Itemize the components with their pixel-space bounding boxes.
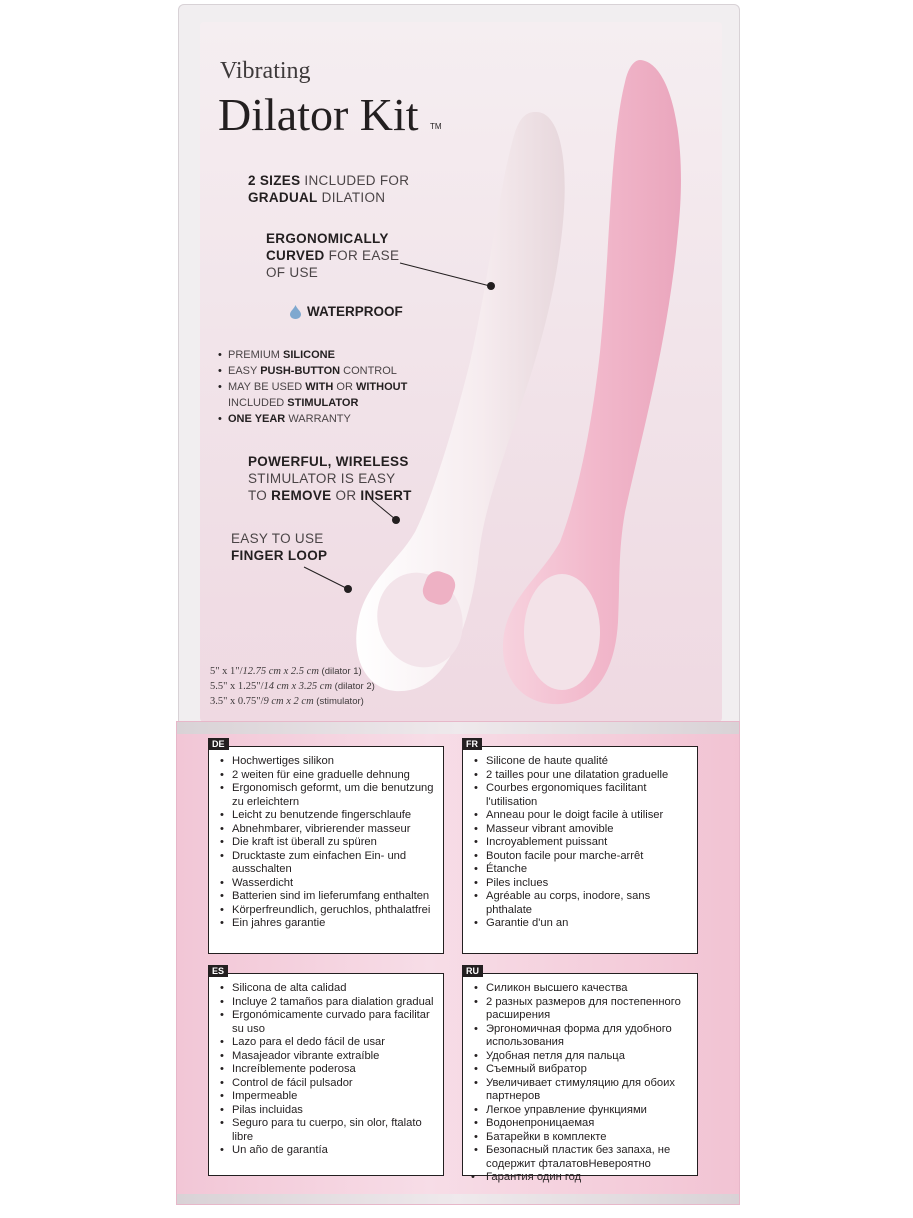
package-edge-top (177, 722, 739, 734)
lang-box-es: ES Silicona de alta calidad Incluye 2 ta… (208, 965, 444, 1176)
list-item: Étanche (471, 863, 691, 877)
callout-sizes: 2 SIZES INCLUDED FOR GRADUAL DILATION (248, 173, 410, 205)
callout-ergonomic: ERGONOMICALLY CURVED FOR EASE OF USE (266, 231, 400, 280)
list-item: Hochwertiges silikon (217, 755, 437, 769)
list-item: Съемный вибратор (471, 1063, 691, 1077)
lang-list-es: Silicona de alta calidad Incluye 2 tamañ… (209, 974, 443, 1164)
package-edge-bottom (177, 1194, 739, 1204)
title-dilator-kit: Dilator Kit (218, 89, 419, 140)
callout-stimulator: POWERFUL, WIRELESS STIMULATOR IS EASY TO… (248, 454, 412, 503)
list-item: Эргономичная форма для удобного использо… (471, 1023, 691, 1050)
list-item: Masseur vibrant amovible (471, 823, 691, 837)
list-item: Bouton facile pour marche-arrêt (471, 850, 691, 864)
lang-box-fr: FR Silicone de haute qualité 2 tailles p… (462, 738, 698, 954)
list-item: Impermeable (217, 1090, 437, 1104)
list-item: Увеличивает стимуляцию для обоих партнер… (471, 1077, 691, 1104)
list-item: Ergonómicamente curvado para facilitar s… (217, 1009, 437, 1036)
list-item: Удобная петля для пальца (471, 1050, 691, 1064)
waterproof-label: WATERPROOF (290, 304, 403, 319)
list-item: Courbes ergonomiques facilitant l'utilis… (471, 782, 691, 809)
lang-list-ru: Силикон высшего качества 2 разных размер… (463, 974, 697, 1191)
list-item: Agréable au corps, inodore, sans phthala… (471, 890, 691, 917)
feature-push-button: EASY PUSH-BUTTON CONTROL (218, 363, 407, 379)
list-item: Incroyablement puissant (471, 836, 691, 850)
lang-list-de: Hochwertiges silikon 2 weiten für eine g… (209, 747, 443, 937)
callout-line-loop (303, 566, 347, 589)
dimensions-block: 5" x 1"/12.75 cm x 2.5 cm (dilator 1) 5.… (210, 664, 375, 709)
list-item: Легкое управление функциями (471, 1104, 691, 1118)
lang-tag-fr: FR (462, 738, 482, 750)
trademark-mark: TM (430, 122, 442, 131)
list-item: Piles inclues (471, 877, 691, 891)
title-vibrating: Vibrating (220, 58, 311, 84)
dimension-dilator-1: 5" x 1"/12.75 cm x 2.5 cm (dilator 1) (210, 666, 362, 677)
list-item: Seguro para tu cuerpo, sin olor, ftalato… (217, 1117, 437, 1144)
list-item: Control de fácil pulsador (217, 1077, 437, 1091)
list-item: Wasserdicht (217, 877, 437, 891)
list-item: Гарантия один год (471, 1171, 691, 1185)
callout-line-ergo (399, 262, 491, 287)
feature-warranty: ONE YEAR WARRANTY (218, 411, 407, 427)
list-item: Masajeador vibrante extraíble (217, 1050, 437, 1064)
pink-dilator (502, 60, 681, 705)
list-item: Körperfreundlich, geruchlos, phthalatfre… (217, 904, 437, 918)
feature-list: PREMIUM SILICONE EASY PUSH-BUTTON CONTRO… (218, 347, 407, 427)
callout-dot-loop (344, 585, 352, 593)
list-item: Lazo para el dedo fácil de usar (217, 1036, 437, 1050)
water-drop-icon (290, 304, 301, 319)
list-item: Un año de garantía (217, 1144, 437, 1158)
feature-silicone: PREMIUM SILICONE (218, 347, 407, 363)
list-item: Ein jahres garantie (217, 917, 437, 931)
dimension-dilator-2: 5.5" x 1.25"/14 cm x 3.25 cm (dilator 2) (210, 681, 375, 692)
list-item: Безопасный пластик без запаха, не содерж… (471, 1144, 691, 1171)
list-item: Increíblemente poderosa (217, 1063, 437, 1077)
list-item: 2 tailles pour une dilatation graduelle (471, 769, 691, 783)
lang-list-fr: Silicone de haute qualité 2 tailles pour… (463, 747, 697, 937)
list-item: Drucktaste zum einfachen Ein- und aussch… (217, 850, 437, 877)
list-item: Batterien sind im lieferumfang enthalten (217, 890, 437, 904)
lang-box-de: DE Hochwertiges silikon 2 weiten für ein… (208, 738, 444, 954)
lang-tag-es: ES (208, 965, 229, 977)
callout-dot-ergo (487, 282, 495, 290)
white-dilator (356, 111, 565, 692)
list-item: Водонепроницаемая (471, 1117, 691, 1131)
list-item: Anneau pour le doigt facile à utiliser (471, 809, 691, 823)
list-item: Die kraft ist überall zu spüren (217, 836, 437, 850)
list-item: Leicht zu benutzende fingerschlaufe (217, 809, 437, 823)
list-item: Silicona de alta calidad (217, 982, 437, 996)
list-item: Abnehmbarer, vibrierender masseur (217, 823, 437, 837)
list-item: Ergonomisch geformt, um die benutzung zu… (217, 782, 437, 809)
product-illustration (303, 60, 681, 705)
list-item: Silicone de haute qualité (471, 755, 691, 769)
list-item: Incluye 2 tamaños para dialation gradual (217, 996, 437, 1010)
pink-finger-loop-hole (524, 574, 600, 690)
list-item: 2 weiten für eine graduelle dehnung (217, 769, 437, 783)
dimension-stimulator: 3.5" x 0.75"/9 cm x 2 cm (stimulator) (210, 696, 364, 707)
callout-finger-loop: EASY TO USE FINGER LOOP (231, 531, 328, 563)
list-item: 2 разных размеров для постепенного расши… (471, 996, 691, 1023)
lang-box-ru: RU Силикон высшего качества 2 разных раз… (462, 965, 698, 1184)
list-item: Garantie d'un an (471, 917, 691, 931)
lang-tag-de: DE (208, 738, 229, 750)
list-item: Pilas incluidas (217, 1104, 437, 1118)
stimulator-bullet (422, 571, 456, 605)
lang-tag-ru: RU (462, 965, 483, 977)
list-item: Батарейки в комплекте (471, 1131, 691, 1145)
list-item: Силикон высшего качества (471, 982, 691, 996)
callout-line-stim (371, 499, 396, 520)
callout-dot-stim (392, 516, 400, 524)
